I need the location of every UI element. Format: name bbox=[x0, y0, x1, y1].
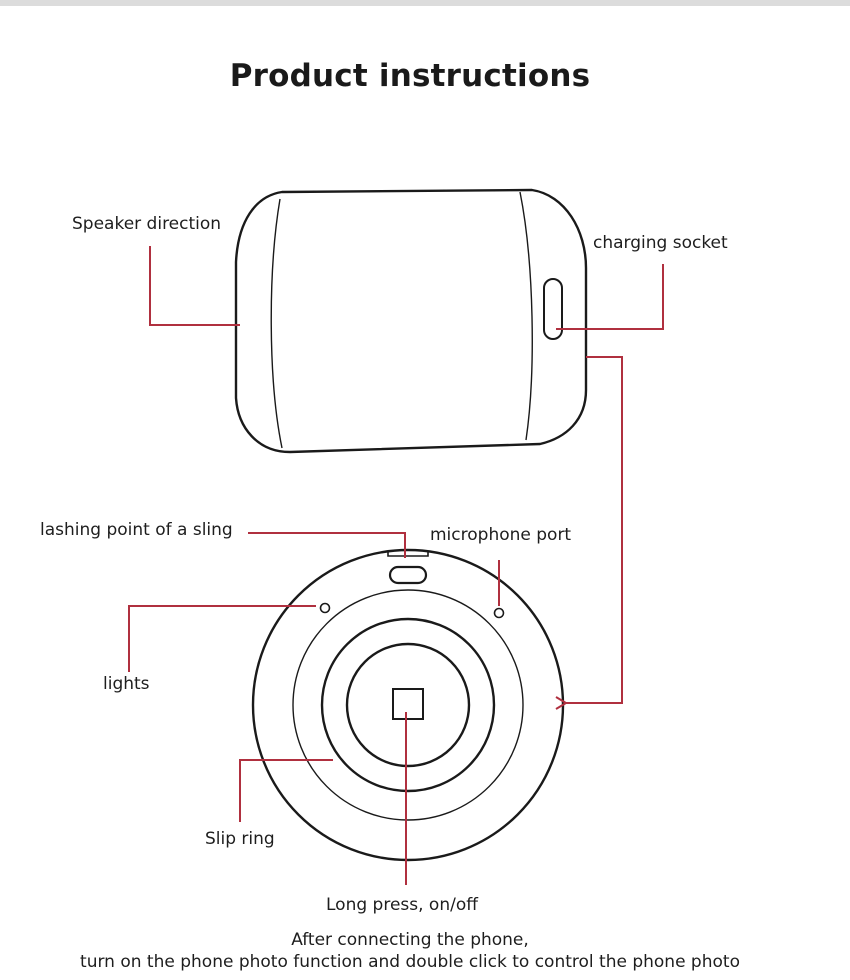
side-view-body-outline bbox=[234, 188, 588, 454]
slip-ring bbox=[292, 589, 524, 821]
lashing-point-notch bbox=[387, 551, 429, 557]
side-view-back-edge bbox=[519, 191, 533, 441]
footer-line-2: turn on the phone photo function and dou… bbox=[80, 952, 740, 972]
button-outer-ring bbox=[320, 617, 496, 793]
leader-lines bbox=[128, 246, 664, 885]
charging-socket-leader-line bbox=[556, 264, 664, 330]
charging-socket-port bbox=[543, 278, 563, 340]
speaker-direction-leader-line bbox=[149, 246, 240, 326]
microphone-port-label: microphone port bbox=[430, 525, 572, 545]
lashing-point-label: lashing point of a sling bbox=[40, 520, 233, 540]
lights-label: lights bbox=[103, 674, 150, 694]
device-side-view bbox=[234, 188, 588, 454]
top-border-strip bbox=[0, 0, 850, 6]
speaker-direction-label: Speaker direction bbox=[72, 214, 222, 234]
footer-line-1: After connecting the phone, bbox=[291, 930, 529, 950]
side-view-front-edge bbox=[270, 198, 283, 449]
device-front-view bbox=[251, 548, 565, 862]
lashing-point-slot bbox=[388, 565, 428, 585]
slip-ring-leader-line bbox=[239, 759, 333, 822]
page-title: Product instructions bbox=[229, 58, 591, 94]
power-button-square bbox=[392, 688, 424, 720]
button-inner-ring bbox=[345, 642, 471, 768]
lights-leader-line bbox=[128, 605, 316, 672]
charging-socket-label: charging socket bbox=[593, 233, 728, 253]
lights-indicator-hole bbox=[319, 602, 331, 614]
long-press-label: Long press, on/off bbox=[326, 895, 478, 915]
slip-ring-label: Slip ring bbox=[205, 829, 275, 849]
lashing-point-leader-line bbox=[248, 532, 406, 558]
microphone-port-hole bbox=[493, 607, 505, 619]
side-to-front-arrow-line bbox=[555, 356, 623, 710]
